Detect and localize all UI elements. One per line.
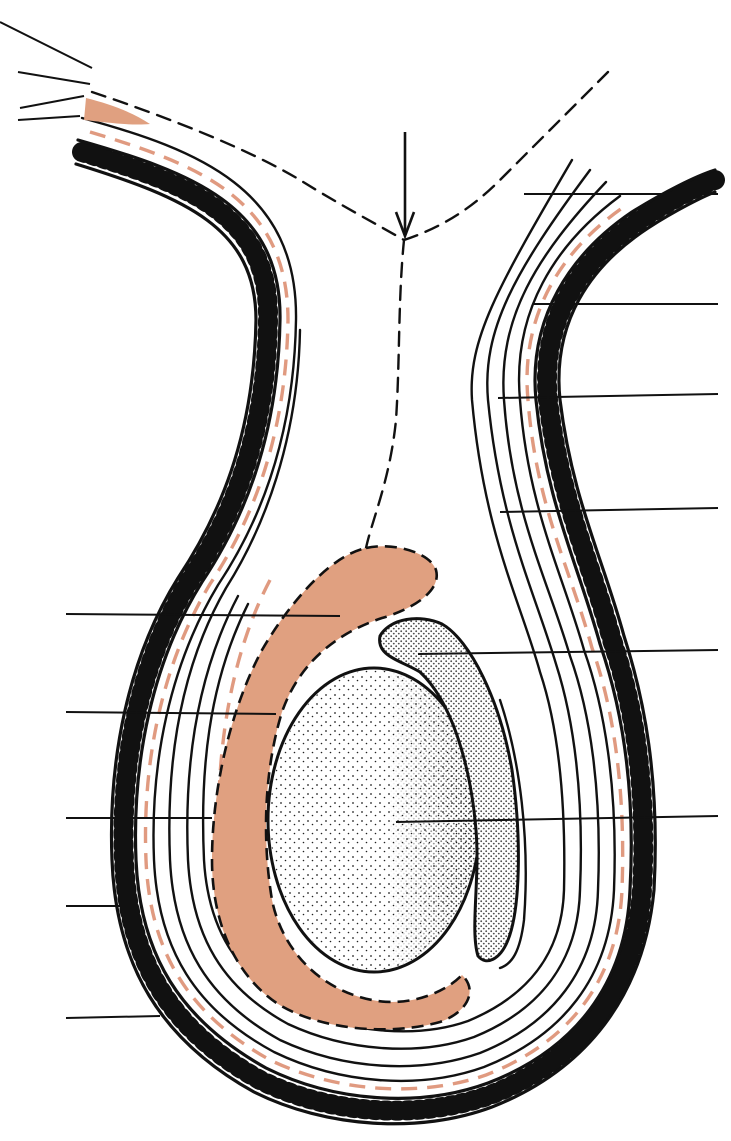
leader-line-left-5 xyxy=(65,1015,161,1019)
leader-line-left-1 xyxy=(65,613,341,617)
leader-line-top-left-1 xyxy=(0,21,93,69)
downward-arrow-icon xyxy=(394,132,416,240)
fascia-layers xyxy=(80,116,622,1083)
leader-line-left-2 xyxy=(65,711,277,715)
processus-vaginalis-outline xyxy=(90,70,610,550)
leader-line-top-left-3 xyxy=(17,115,81,121)
vaginal-process-remnant xyxy=(84,98,150,125)
leader-line-top-left-2 xyxy=(17,71,91,85)
tunica-vaginalis-cavity xyxy=(210,544,471,1031)
leader-line-right-4 xyxy=(499,507,719,513)
skin-layer xyxy=(72,138,725,1126)
leader-line-right-6 xyxy=(395,815,719,823)
label-leader-lines xyxy=(0,21,719,1019)
leader-line-right-3 xyxy=(497,393,719,399)
leader-line-top-left-4 xyxy=(19,95,85,109)
epididymis xyxy=(378,617,527,970)
leader-line-right-5 xyxy=(417,649,719,655)
testis xyxy=(266,666,482,974)
